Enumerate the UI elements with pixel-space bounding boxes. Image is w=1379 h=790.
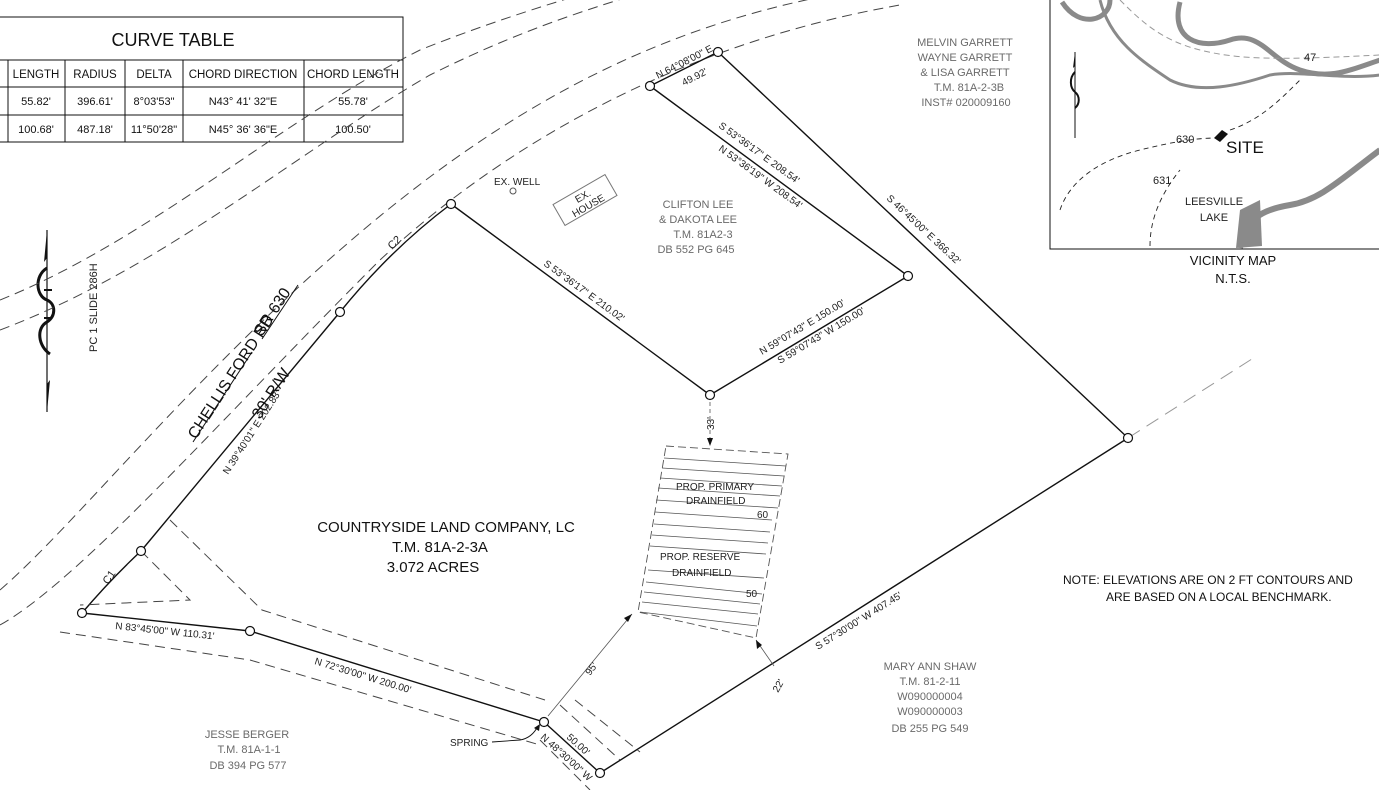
c1-chord-length: 55.78' (338, 96, 368, 108)
drainfield-area (637, 445, 789, 639)
bearing-n39: N 39°40'01" E 202.83' (221, 389, 283, 477)
vicinity-map: 47 630 631 SITE LEESVILLE LAKE (1049, 0, 1379, 250)
adjoiner-garrett: MELVIN GARRETT WAYNE GARRETT & LISA GARR… (917, 37, 1013, 109)
adjoiner-berger-line: T.M. 81A-1-1 (218, 744, 281, 756)
route-631-label: 631 (1153, 175, 1171, 187)
plat-reference: PC 1 SLIDE 286H (88, 263, 100, 352)
col-chord-direction: CHORD DIRECTION (189, 69, 298, 81)
adjoiner-shaw-line: DB 255 PG 549 (891, 723, 968, 735)
c2-chord-length: 100.50' (335, 124, 371, 136)
curve-c1-label: C1 (101, 568, 119, 586)
distance-n64: 49.92' (680, 67, 709, 89)
bearing-s46: S 46°45'00" E 366.32' (884, 193, 963, 267)
adjoiner-garrett-line: & LISA GARRETT (920, 67, 1010, 79)
route-630-label: 630 (1176, 134, 1194, 146)
c2-length: 100.68' (18, 124, 54, 136)
route-47-label: 47 (1304, 52, 1316, 64)
c2-delta: 11°50'28" (131, 124, 177, 136)
road-lines (0, 0, 901, 626)
c1-chord-direction: N43° 41' 32"E (209, 96, 278, 108)
lake-label-1: LEESVILLE (1185, 196, 1243, 208)
bearing-n83: N 83°45'00" W 110.31' (115, 621, 215, 642)
adjoiner-berger-line: JESSE BERGER (205, 729, 289, 741)
adjoiner-garrett-line: WAYNE GARRETT (918, 52, 1013, 64)
c1-radius: 396.61' (77, 96, 113, 108)
dimension-22: 22' (771, 678, 787, 695)
note-line-2: ARE BASED ON A LOCAL BENCHMARK. (1106, 590, 1332, 604)
c1-delta: 8°03'53" (134, 96, 175, 108)
adjoiner-lee-line: DB 552 PG 645 (657, 244, 734, 256)
well-label: EX. WELL (494, 177, 541, 188)
north-arrow-icon (36, 230, 56, 412)
adjoiner-berger-line: DB 394 PG 577 (209, 760, 286, 772)
reserve-drainfield-label-1: PROP. RESERVE (660, 552, 741, 563)
road-route: SR 630 (251, 285, 294, 339)
adjoiner-lee-line: T.M. 81A2-3 (673, 229, 732, 241)
c2-radius: 487.18' (77, 124, 113, 136)
primary-drainfield-label-1: PROP. PRIMARY (676, 482, 754, 493)
adjoiner-berger: JESSE BERGER T.M. 81A-1-1 DB 394 PG 577 (205, 729, 289, 772)
adjoiner-lee-line: CLIFTON LEE (663, 199, 734, 211)
col-delta: DELTA (136, 69, 172, 81)
adjoiner-shaw-line: T.M. 81-2-11 (900, 676, 961, 688)
bearing-s53-lower: S 53°36'17" E 210.02' (541, 259, 626, 325)
existing-house: EX. HOUSE (552, 173, 618, 227)
adjoiner-lee: CLIFTON LEE & DAKOTA LEE T.M. 81A2-3 DB … (657, 199, 737, 256)
contour-50: 50 (746, 589, 758, 600)
reserve-drainfield-label-2: DRAINFIELD (672, 568, 731, 579)
curve-c2-label: C2 (386, 234, 404, 252)
vicinity-map-scale: N.T.S. (1215, 271, 1250, 286)
adjoiner-shaw-line: W090000003 (897, 706, 962, 718)
col-length: LENGTH (13, 69, 60, 81)
parcel-tax-map: T.M. 81A-2-3A (392, 539, 488, 556)
parcel-acreage: 3.072 ACRES (387, 559, 480, 576)
site-label: SITE (1226, 138, 1264, 157)
vicinity-north-arrow-icon (1069, 52, 1080, 138)
primary-drainfield-label-2: DRAINFIELD (686, 496, 745, 507)
dimension-33: 33' (706, 417, 717, 430)
spring-label: SPRING (450, 738, 489, 749)
site-marker-icon (1214, 130, 1228, 142)
curve-table: CURVE TABLE LENGTH RADIUS DELTA CHORD DI… (0, 16, 404, 143)
adjoiner-garrett-line: INST# 020009160 (921, 97, 1010, 109)
adjoiner-lee-line: & DAKOTA LEE (659, 214, 737, 226)
parcel-owner: COUNTRYSIDE LAND COMPANY, LC (317, 519, 575, 536)
adjoiner-shaw-line: MARY ANN SHAW (884, 661, 977, 673)
note-line-1: NOTE: ELEVATIONS ARE ON 2 FT CONTOURS AN… (1063, 573, 1353, 587)
c2-chord-direction: N45° 36' 36"E (209, 124, 278, 136)
survey-pins (76, 46, 1134, 779)
well-icon (509, 187, 517, 195)
adjoiner-shaw: MARY ANN SHAW T.M. 81-2-11 W090000004 W0… (884, 661, 977, 735)
curve-table-title: CURVE TABLE (111, 30, 234, 50)
bearing-s57: S 57°30'00" W 407.45' (814, 590, 905, 652)
dimension-95: 95' (584, 661, 601, 678)
contour-60: 60 (757, 510, 769, 521)
adjoiner-garrett-line: MELVIN GARRETT (917, 37, 1013, 49)
adjoiner-shaw-line: W090000004 (897, 691, 962, 703)
c1-length: 55.82' (21, 96, 51, 108)
col-chord-length: CHORD LENGTH (307, 69, 399, 81)
parcel-boundary (81, 51, 1129, 774)
adjoiner-garrett-line: T.M. 81A-2-3B (934, 82, 1004, 94)
col-radius: RADIUS (73, 69, 117, 81)
vicinity-map-title: VICINITY MAP (1190, 253, 1276, 268)
lake-label-2: LAKE (1200, 212, 1228, 224)
